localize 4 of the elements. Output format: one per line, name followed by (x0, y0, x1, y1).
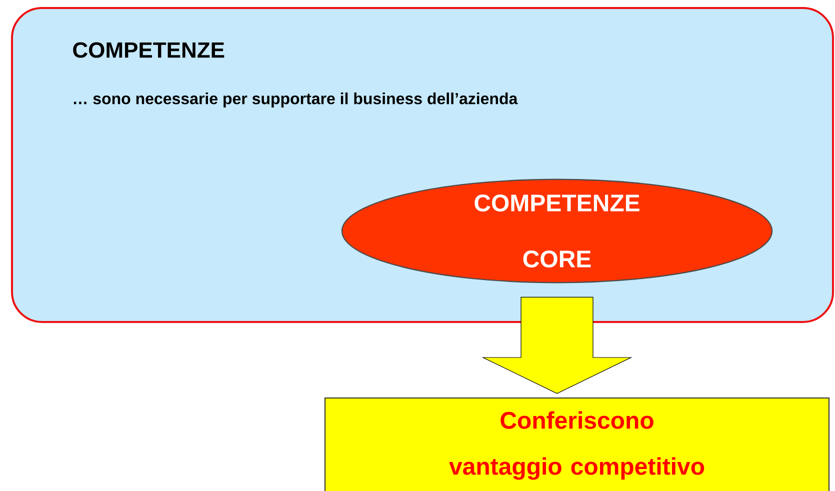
result-box: Conferiscono vantaggio competitivo (324, 398, 830, 491)
block-arrow (482, 296, 632, 394)
subtitle: … sono necessarie per supportare il business dell’azienda (74, 92, 518, 108)
heading: COMPETENZE (73, 42, 224, 58)
